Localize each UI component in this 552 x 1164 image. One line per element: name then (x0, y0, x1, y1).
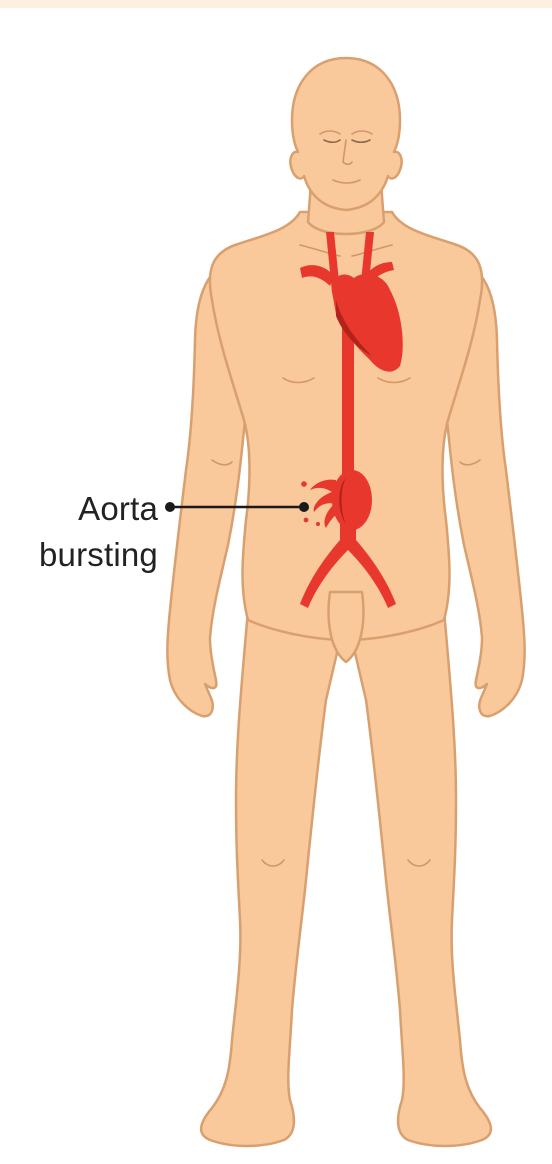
head (290, 58, 401, 210)
body-silhouette (167, 58, 524, 1146)
left-leg (201, 610, 340, 1146)
right-leg (352, 610, 491, 1146)
label-aorta: Aorta (0, 487, 158, 531)
label-bursting: bursting (0, 533, 158, 577)
